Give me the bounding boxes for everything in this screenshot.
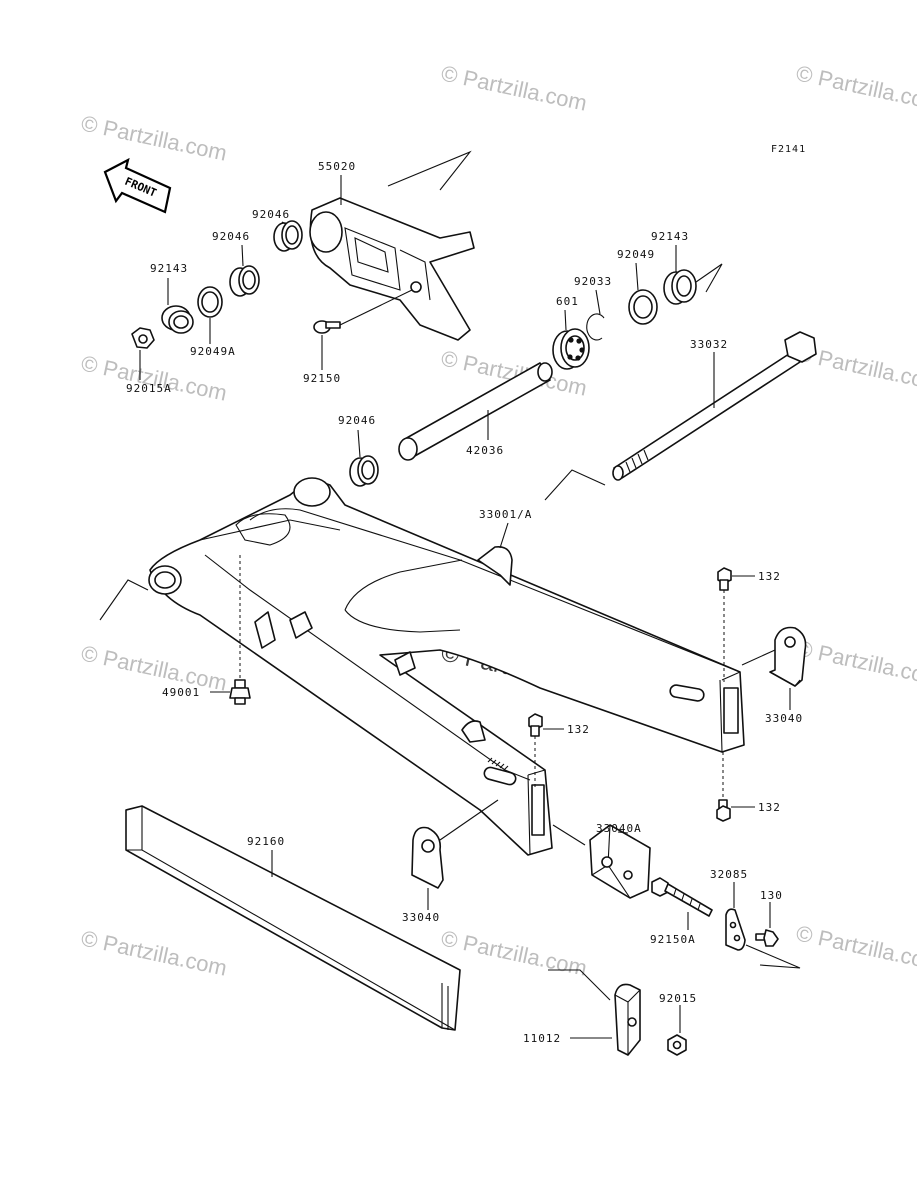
label-132-c: 132	[758, 801, 781, 814]
part-92143-collar-right	[663, 269, 697, 305]
part-132-bolt-b	[528, 713, 543, 737]
label-132-a: 132	[758, 570, 781, 583]
part-92049-seal	[628, 289, 658, 325]
watermark: © Partzilla.com	[79, 110, 229, 165]
front-arrow-icon: FRONT	[103, 157, 172, 214]
label-92015: 92015	[659, 992, 697, 1005]
watermark: © Partzilla.com	[79, 640, 229, 695]
label-33040-right: 33040	[765, 712, 803, 725]
label-92143-left: 92143	[150, 262, 188, 275]
leader-line	[544, 469, 606, 501]
leader-line	[99, 579, 149, 621]
label-92150: 92150	[303, 372, 341, 385]
leader-line	[241, 244, 244, 267]
label-11012: 11012	[523, 1032, 561, 1045]
leader-line	[339, 289, 413, 326]
label-33040A: 33040A	[596, 822, 642, 835]
label-130: 130	[760, 889, 783, 902]
label-92160: 92160	[247, 835, 285, 848]
label-32085: 32085	[710, 868, 748, 881]
leader-line	[564, 309, 567, 331]
leader-line	[552, 824, 586, 846]
part-11012-chain-guide	[614, 983, 641, 1056]
part-92046-needle-bearing-a	[273, 220, 303, 252]
part-92150A-adjuster-bolt	[651, 877, 713, 917]
part-33040A-adjuster-block	[589, 824, 651, 899]
leader-line	[741, 649, 776, 666]
part-92046-needle-bearing-c	[349, 455, 379, 487]
label-92046-b: 92046	[212, 230, 250, 243]
part-33040-bracket-bottom	[411, 826, 444, 889]
part-92150-bolt	[313, 320, 341, 334]
watermark: © Partzilla.com	[79, 350, 229, 405]
part-92015A-nut	[131, 327, 155, 349]
watermark: © Partzilla.com	[439, 925, 589, 980]
label-601: 601	[556, 295, 579, 308]
leader-line	[548, 969, 611, 1001]
label-33001A: 33001/A	[479, 508, 532, 521]
part-92046-needle-bearing-b	[229, 265, 260, 297]
part-92015-nut	[667, 1034, 687, 1056]
leader-line	[439, 799, 499, 841]
label-92046-c: 92046	[338, 414, 376, 427]
part-33001A-swingarm	[148, 477, 745, 856]
part-49001-grease-nipple	[229, 679, 251, 705]
label-92143-right: 92143	[651, 230, 689, 243]
leader-line	[745, 944, 801, 969]
part-132-bolt-a	[717, 567, 732, 591]
part-601-ball-bearing	[552, 328, 590, 370]
leader-line	[695, 263, 723, 293]
watermark: © Partzilla.com	[794, 635, 917, 690]
leader-line	[617, 831, 629, 834]
part-92033-circlip	[586, 313, 605, 341]
label-92033: 92033	[574, 275, 612, 288]
label-92049A: 92049A	[190, 345, 236, 358]
leader-line	[635, 262, 639, 291]
part-32085-adjuster-plate	[725, 908, 746, 951]
label-33032: 33032	[690, 338, 728, 351]
label-33040-bottom: 33040	[402, 911, 440, 924]
part-92143-collar-left	[161, 305, 194, 334]
label-92049: 92049	[617, 248, 655, 261]
part-130-bolt	[755, 929, 779, 947]
leader-line	[499, 522, 509, 549]
part-132-bolt-c	[716, 799, 731, 822]
part-55020-chain-arm	[309, 150, 475, 341]
part-42036-sleeve	[398, 362, 553, 461]
label-92150A: 92150A	[650, 933, 696, 946]
leader-line	[595, 289, 601, 315]
watermark: © Partzilla.com	[794, 920, 917, 975]
label-49001: 49001	[162, 686, 200, 699]
part-33032-pivot-shaft	[612, 331, 817, 481]
leader-line	[357, 429, 361, 458]
label-132-b: 132	[567, 723, 590, 736]
label-42036: 42036	[466, 444, 504, 457]
part-92160-chain-slider	[125, 805, 461, 1031]
leader-line	[281, 221, 287, 225]
part-92049A-seal	[197, 286, 223, 318]
watermark: © Partzilla.com	[79, 925, 229, 980]
label-55020: 55020	[318, 160, 356, 173]
part-33040-bracket-right	[769, 626, 807, 687]
label-92046-a: 92046	[252, 208, 290, 221]
label-92015A: 92015A	[126, 382, 172, 395]
watermark: © Partzilla.com	[439, 60, 589, 115]
watermark: © Partzilla.com	[794, 60, 917, 115]
diagram-code: F2141	[771, 144, 806, 155]
